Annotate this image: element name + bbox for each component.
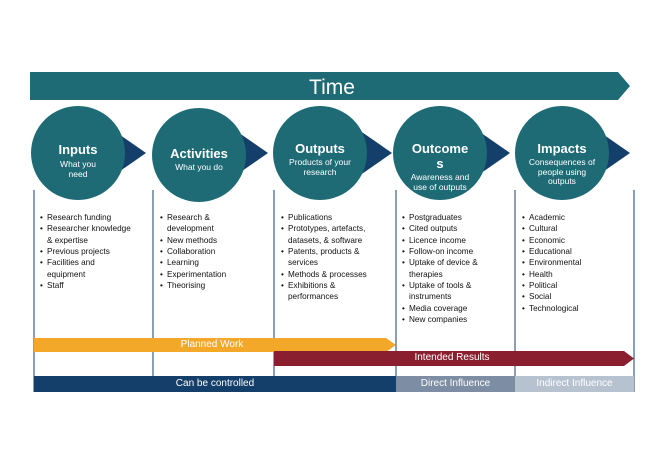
stage-activities-text: Activities What you do [159,146,239,173]
list-item: Licence income [402,235,506,247]
stage-title: Inputs [58,142,98,157]
list-item: Research funding [40,212,132,224]
list-item: Uptake of tools & instruments [402,280,506,303]
stage-title: Outputs [295,141,345,156]
list-item: Research & development [160,212,256,235]
time-arrow [30,72,630,100]
activities-list: Research & developmentNew methodsCollabo… [160,212,256,292]
list-item: Media coverage [402,303,506,315]
stage-subtitle: Products of your research [289,156,351,177]
indirect-influence-label: Indirect Influence [536,378,613,389]
list-item: Economic [522,235,626,247]
list-item: Prototypes, artefacts, datasets, & softw… [281,223,385,246]
impacts-list: AcademicCulturalEconomicEducationalEnvir… [522,212,626,314]
stage-inputs-text: Inputs What you need [43,142,113,179]
list-item: Previous projects [40,246,132,258]
list-item: Cited outputs [402,223,506,235]
list-item: New methods [160,235,256,247]
list-item: Facilities and equipment [40,257,132,280]
stage-circle-impacts [515,106,609,200]
list-item: Patents, products & services [281,246,385,269]
outputs-list: PublicationsPrototypes, artefacts, datas… [281,212,385,303]
stage-title: Impacts [537,141,587,156]
list-item: Cultural [522,223,626,235]
stage-title: Activities [170,146,228,161]
stage-outputs-text: Outputs Products of your research [282,141,358,177]
stage-circle-inputs [31,106,125,200]
list-item: Health [522,269,626,281]
list-item: Theorising [160,280,256,292]
list-item: Political [522,280,626,292]
list-item: Educational [522,246,626,258]
stage-subtitle: Awareness and use of outputs [410,171,470,192]
direct-influence-bar [396,376,515,392]
list-item: Publications [281,212,385,224]
time-label: Time [309,76,355,99]
direct-influence-label: Direct Influence [420,378,491,389]
list-item: Uptake of device & therapies [402,257,506,280]
list-item: New companies [402,314,506,326]
indirect-influence-bar [515,376,634,392]
can-be-controlled-label: Can be controlled [175,378,255,389]
stage-subtitle: What you need [60,158,96,179]
list-item: Follow-on income [402,246,506,258]
list-item: Social [522,291,626,303]
list-item: Academic [522,212,626,224]
list-item: Staff [40,280,132,292]
list-item: Learning [160,257,256,269]
stage-outcomes-text: Outcome s Awareness and use of outputs [402,141,478,192]
list-item: Researcher knowledge & expertise [40,223,132,246]
list-item: Methods & processes [281,269,385,281]
list-item: Postgraduates [402,212,506,224]
intended-results-arrow [274,351,634,366]
planned-work-label: Planned Work [180,339,244,350]
list-item: Experimentation [160,269,256,281]
intended-results-label: Intended Results [414,352,490,363]
stage-subtitle: Consequences of people using outputs [528,156,596,187]
outcomes-list: PostgraduatesCited outputsLicence income… [402,212,506,325]
list-item: Collaboration [160,246,256,258]
list-item: Exhibitions & performances [281,280,385,303]
list-item: Technological [522,303,626,315]
stage-circle-outputs [273,106,367,200]
list-item: Environmental [522,257,626,269]
planned-work-arrow [34,338,396,352]
can-be-controlled-bar [34,376,396,392]
stage-title: Outcome s [411,141,469,171]
stage-circle-outcomes [393,106,487,200]
inputs-list: Research fundingResearcher knowledge & e… [40,212,132,292]
stage-impacts-text: Impacts Consequences of people using out… [524,141,600,187]
stage-subtitle: What you do [175,161,223,172]
stage-circle-activities [152,108,246,202]
